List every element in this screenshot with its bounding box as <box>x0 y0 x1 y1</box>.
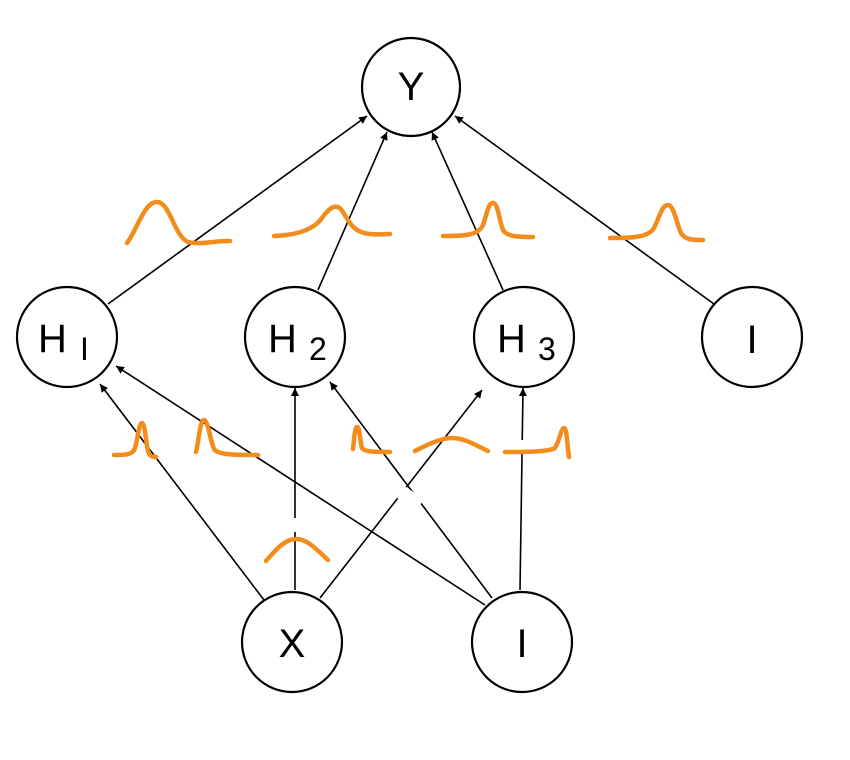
edge-i-bottom-to-h2 <box>329 381 493 599</box>
distribution-curve-x-h3 <box>412 435 491 454</box>
svg-text:I: I <box>746 318 757 362</box>
node-h3-subscript: 3 <box>538 331 556 367</box>
edge-h2-to-y <box>317 131 388 291</box>
svg-text:X: X <box>279 622 306 666</box>
distribution-curves <box>111 199 706 564</box>
node-i-bottom: I <box>470 590 574 694</box>
node-h2: H 2 <box>243 285 347 389</box>
distribution-curve-h3-y <box>440 200 536 240</box>
distribution-curve-i-top-y <box>607 202 706 243</box>
node-i-top: I <box>700 285 804 389</box>
svg-text:I: I <box>516 622 527 666</box>
edge-i-bottom-to-h1 <box>115 365 486 606</box>
node-h2-label: H <box>268 317 297 361</box>
distribution-curve-i-bottom-h1 <box>193 417 261 458</box>
distribution-curve-i-bottom-h3 <box>502 425 572 460</box>
svg-text:Y: Y <box>398 65 425 109</box>
distribution-curve-x-h2 <box>263 536 331 564</box>
edge-h1-to-y <box>107 115 368 305</box>
node-x: X <box>240 590 344 694</box>
edge-i-bottom-to-h3 <box>518 387 527 591</box>
node-i-bottom-label: I <box>516 622 527 666</box>
node-y: Y <box>360 36 462 138</box>
edge-i-top-to-y <box>454 115 715 305</box>
distribution-curve-h1-y <box>124 199 233 246</box>
node-h2-subscript: 2 <box>309 331 327 367</box>
svg-text:H 2: H 2 <box>268 317 327 367</box>
edge-x-to-h1 <box>99 383 265 601</box>
node-h1-label: H <box>38 317 67 361</box>
node-x-label: X <box>279 622 306 666</box>
distribution-curve-x-h1 <box>111 420 159 460</box>
node-h1: H I <box>15 285 119 389</box>
svg-text:H 3: H 3 <box>497 317 556 367</box>
edge-h3-to-y <box>431 131 504 291</box>
distribution-curve-h2-y <box>271 204 393 239</box>
distribution-curve-i-bottom-h2 <box>350 424 393 455</box>
node-h3-label: H <box>497 317 526 361</box>
nodes: Y H I H 2 H 3 <box>15 36 804 694</box>
node-h3: H 3 <box>472 285 576 389</box>
node-i-top-label: I <box>746 318 757 362</box>
node-y-label: Y <box>398 65 425 109</box>
node-h1-subscript: I <box>80 331 89 367</box>
edges <box>99 115 715 606</box>
svg-text:H I: H I <box>38 317 89 367</box>
